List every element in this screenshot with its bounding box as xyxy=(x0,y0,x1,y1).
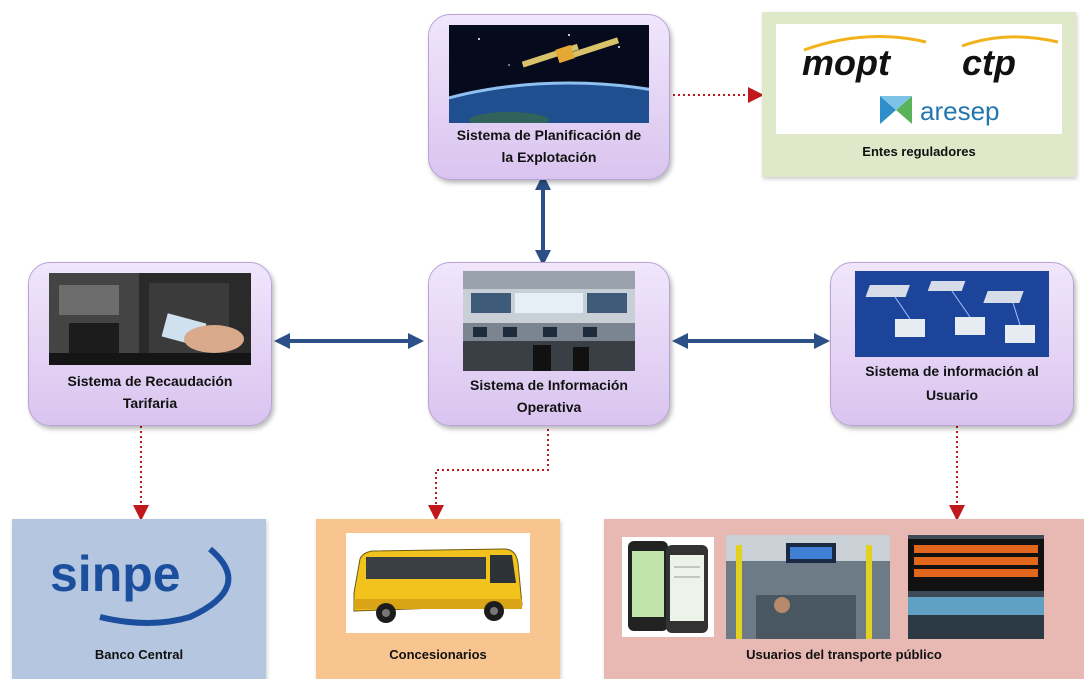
sinpe-logo: sinpe xyxy=(50,546,181,602)
node-usuario-label-1: Sistema de información al xyxy=(865,363,1039,379)
node-recaudacion: Sistema de Recaudación Tarifaria xyxy=(28,262,272,426)
node-usuario-label-2: Usuario xyxy=(925,387,979,403)
entity-concesionarios-label: Concesionarios xyxy=(389,647,487,662)
node-recaudacion-label-1: Sistema de Recaudación xyxy=(67,373,233,389)
regulator-logos-panel: mopt ctp aresep xyxy=(776,24,1062,134)
sinpe-swoosh xyxy=(99,546,232,626)
node-planificacion-label-1: Sistema de Planificación de xyxy=(456,127,642,143)
node-planificacion: Sistema de Planificación de la Explotaci… xyxy=(428,14,670,180)
entity-reguladores-label: Entes reguladores xyxy=(862,144,976,159)
entity-usuarios: Usuarios del transporte público xyxy=(604,519,1084,679)
node-planificacion-label-2: la Explotación xyxy=(501,149,597,165)
node-operativa: Sistema de Información Operativa xyxy=(428,262,670,426)
node-operativa-label-2: Operativa xyxy=(516,399,582,415)
aresep-logo: aresep xyxy=(920,96,1000,126)
entity-banco-label: Banco Central xyxy=(94,647,184,662)
ctp-logo: ctp xyxy=(962,42,1016,83)
network-servers-image xyxy=(855,271,1049,357)
logo-swooshes xyxy=(803,35,1059,52)
fare-card-reader-image xyxy=(49,273,251,365)
smartphones-image xyxy=(622,537,714,637)
control-room-image xyxy=(463,271,635,371)
aresep-icon xyxy=(880,96,912,124)
node-recaudacion-label-2: Tarifaria xyxy=(122,395,178,411)
node-operativa-label-1: Sistema de Información xyxy=(470,377,628,393)
bus-interior-image xyxy=(726,535,890,639)
entity-reguladores: mopt ctp aresep Entes reguladores xyxy=(762,12,1076,177)
entity-usuarios-label: Usuarios del transporte público xyxy=(746,647,942,662)
mopt-logo: mopt xyxy=(802,42,890,83)
entity-concesionarios: Concesionarios xyxy=(316,519,560,679)
node-usuario: Sistema de información al Usuario xyxy=(830,262,1074,426)
bus-icon xyxy=(353,548,523,623)
dotted-arrow-to-concesionarios xyxy=(428,424,549,521)
entity-banco: sinpe Banco Central xyxy=(12,519,266,679)
bus-image-panel xyxy=(346,533,530,633)
satellite-earth-image xyxy=(449,25,649,123)
station-display-image xyxy=(908,535,1044,639)
